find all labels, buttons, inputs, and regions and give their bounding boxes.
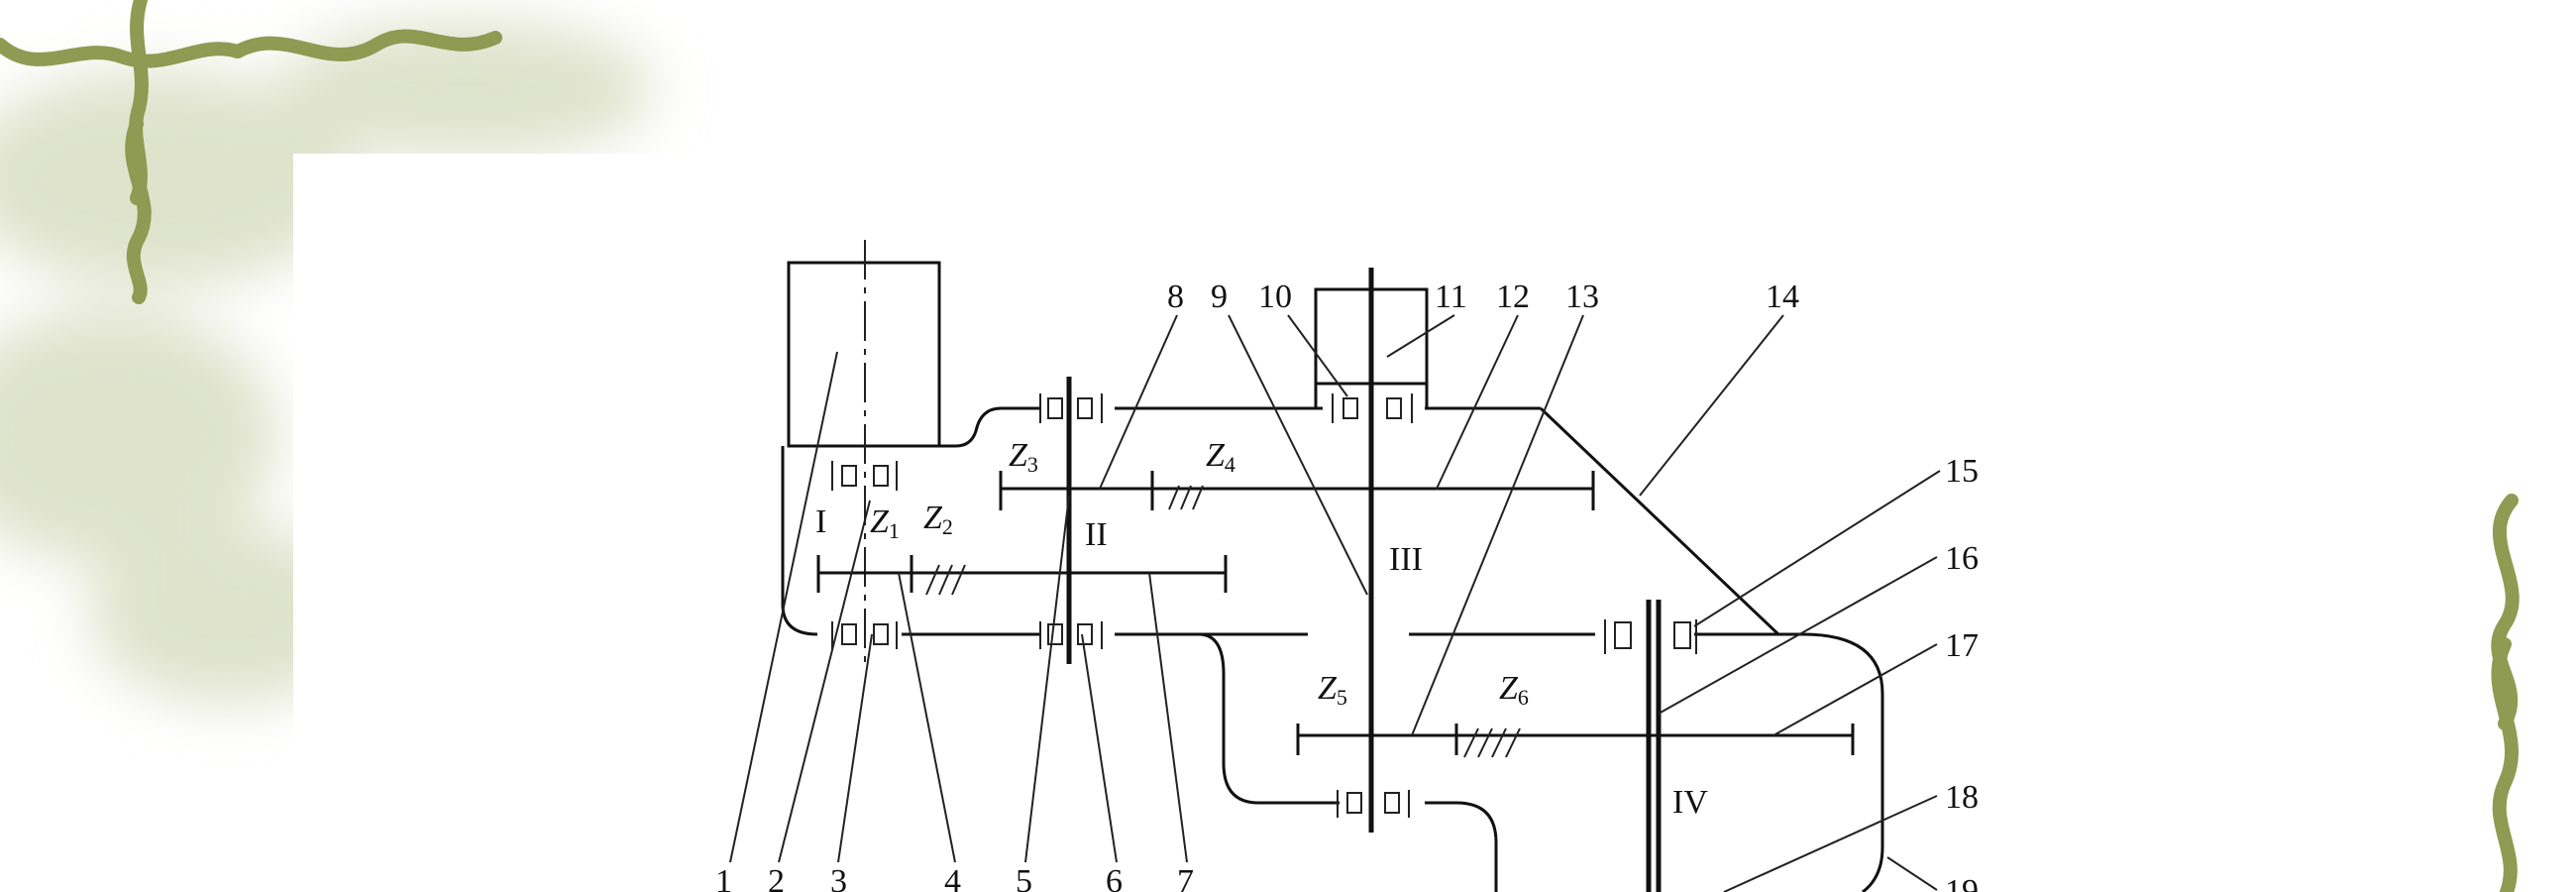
callout-17: 17 [1945,627,1979,664]
bearing [831,621,898,649]
shaft-label-4: IV [1672,784,1708,821]
callout-3: 3 [830,863,847,892]
gear-label-z2: Z2 [923,500,953,539]
callout-14: 14 [1766,279,1799,315]
callout-1: 1 [715,863,732,892]
callout-16: 16 [1945,540,1979,577]
bearing [1604,619,1697,654]
shaft-labels: I II III IV [815,503,1708,821]
shafts [864,240,1662,892]
leader-lines [729,314,1941,892]
callout-13: 13 [1565,279,1599,315]
bearings [831,393,1697,818]
shaft-label-1: I [815,503,826,540]
callout-18: 18 [1945,779,1979,816]
callout-10: 10 [1258,279,1292,315]
callout-11: 11 [1435,279,1467,315]
bearing [1337,790,1410,818]
gear-bars [816,471,1855,758]
gear-label-z1: Z1 [870,503,900,543]
callout-labels: 1 2 3 4 5 6 7 8 9 10 11 12 13 14 15 16 1… [715,279,1979,892]
bearing [1039,393,1103,423]
gear-label-z6: Z6 [1499,670,1529,710]
content-card [293,154,2404,892]
foliage-background [0,20,2576,892]
callout-19: 19 [1945,873,1979,892]
callout-5: 5 [1016,863,1032,892]
gear-label-z3: Z3 [1009,437,1038,477]
gear-label-z5: Z5 [1318,670,1347,710]
bearing [1039,621,1103,649]
callout-7: 7 [1177,863,1194,892]
bearing [1332,393,1413,423]
shaft-label-2: II [1085,516,1108,553]
gear-labels: Z1 Z2 Z3 Z4 Z5 Z6 [870,437,1529,710]
callout-15: 15 [1945,453,1979,490]
callout-8: 8 [1167,279,1184,315]
vine-ornament-top-left [0,0,502,304]
callout-12: 12 [1496,279,1530,315]
gear-label-z4: Z4 [1206,437,1235,477]
right-margin-strip [2404,0,2576,892]
bearing [831,461,898,491]
callout-6: 6 [1106,863,1123,892]
shaft-label-3: III [1389,541,1423,578]
callout-4: 4 [944,863,961,892]
callout-9: 9 [1211,279,1228,315]
vine-ornament-right [2491,494,2520,892]
callout-2: 2 [768,863,785,892]
